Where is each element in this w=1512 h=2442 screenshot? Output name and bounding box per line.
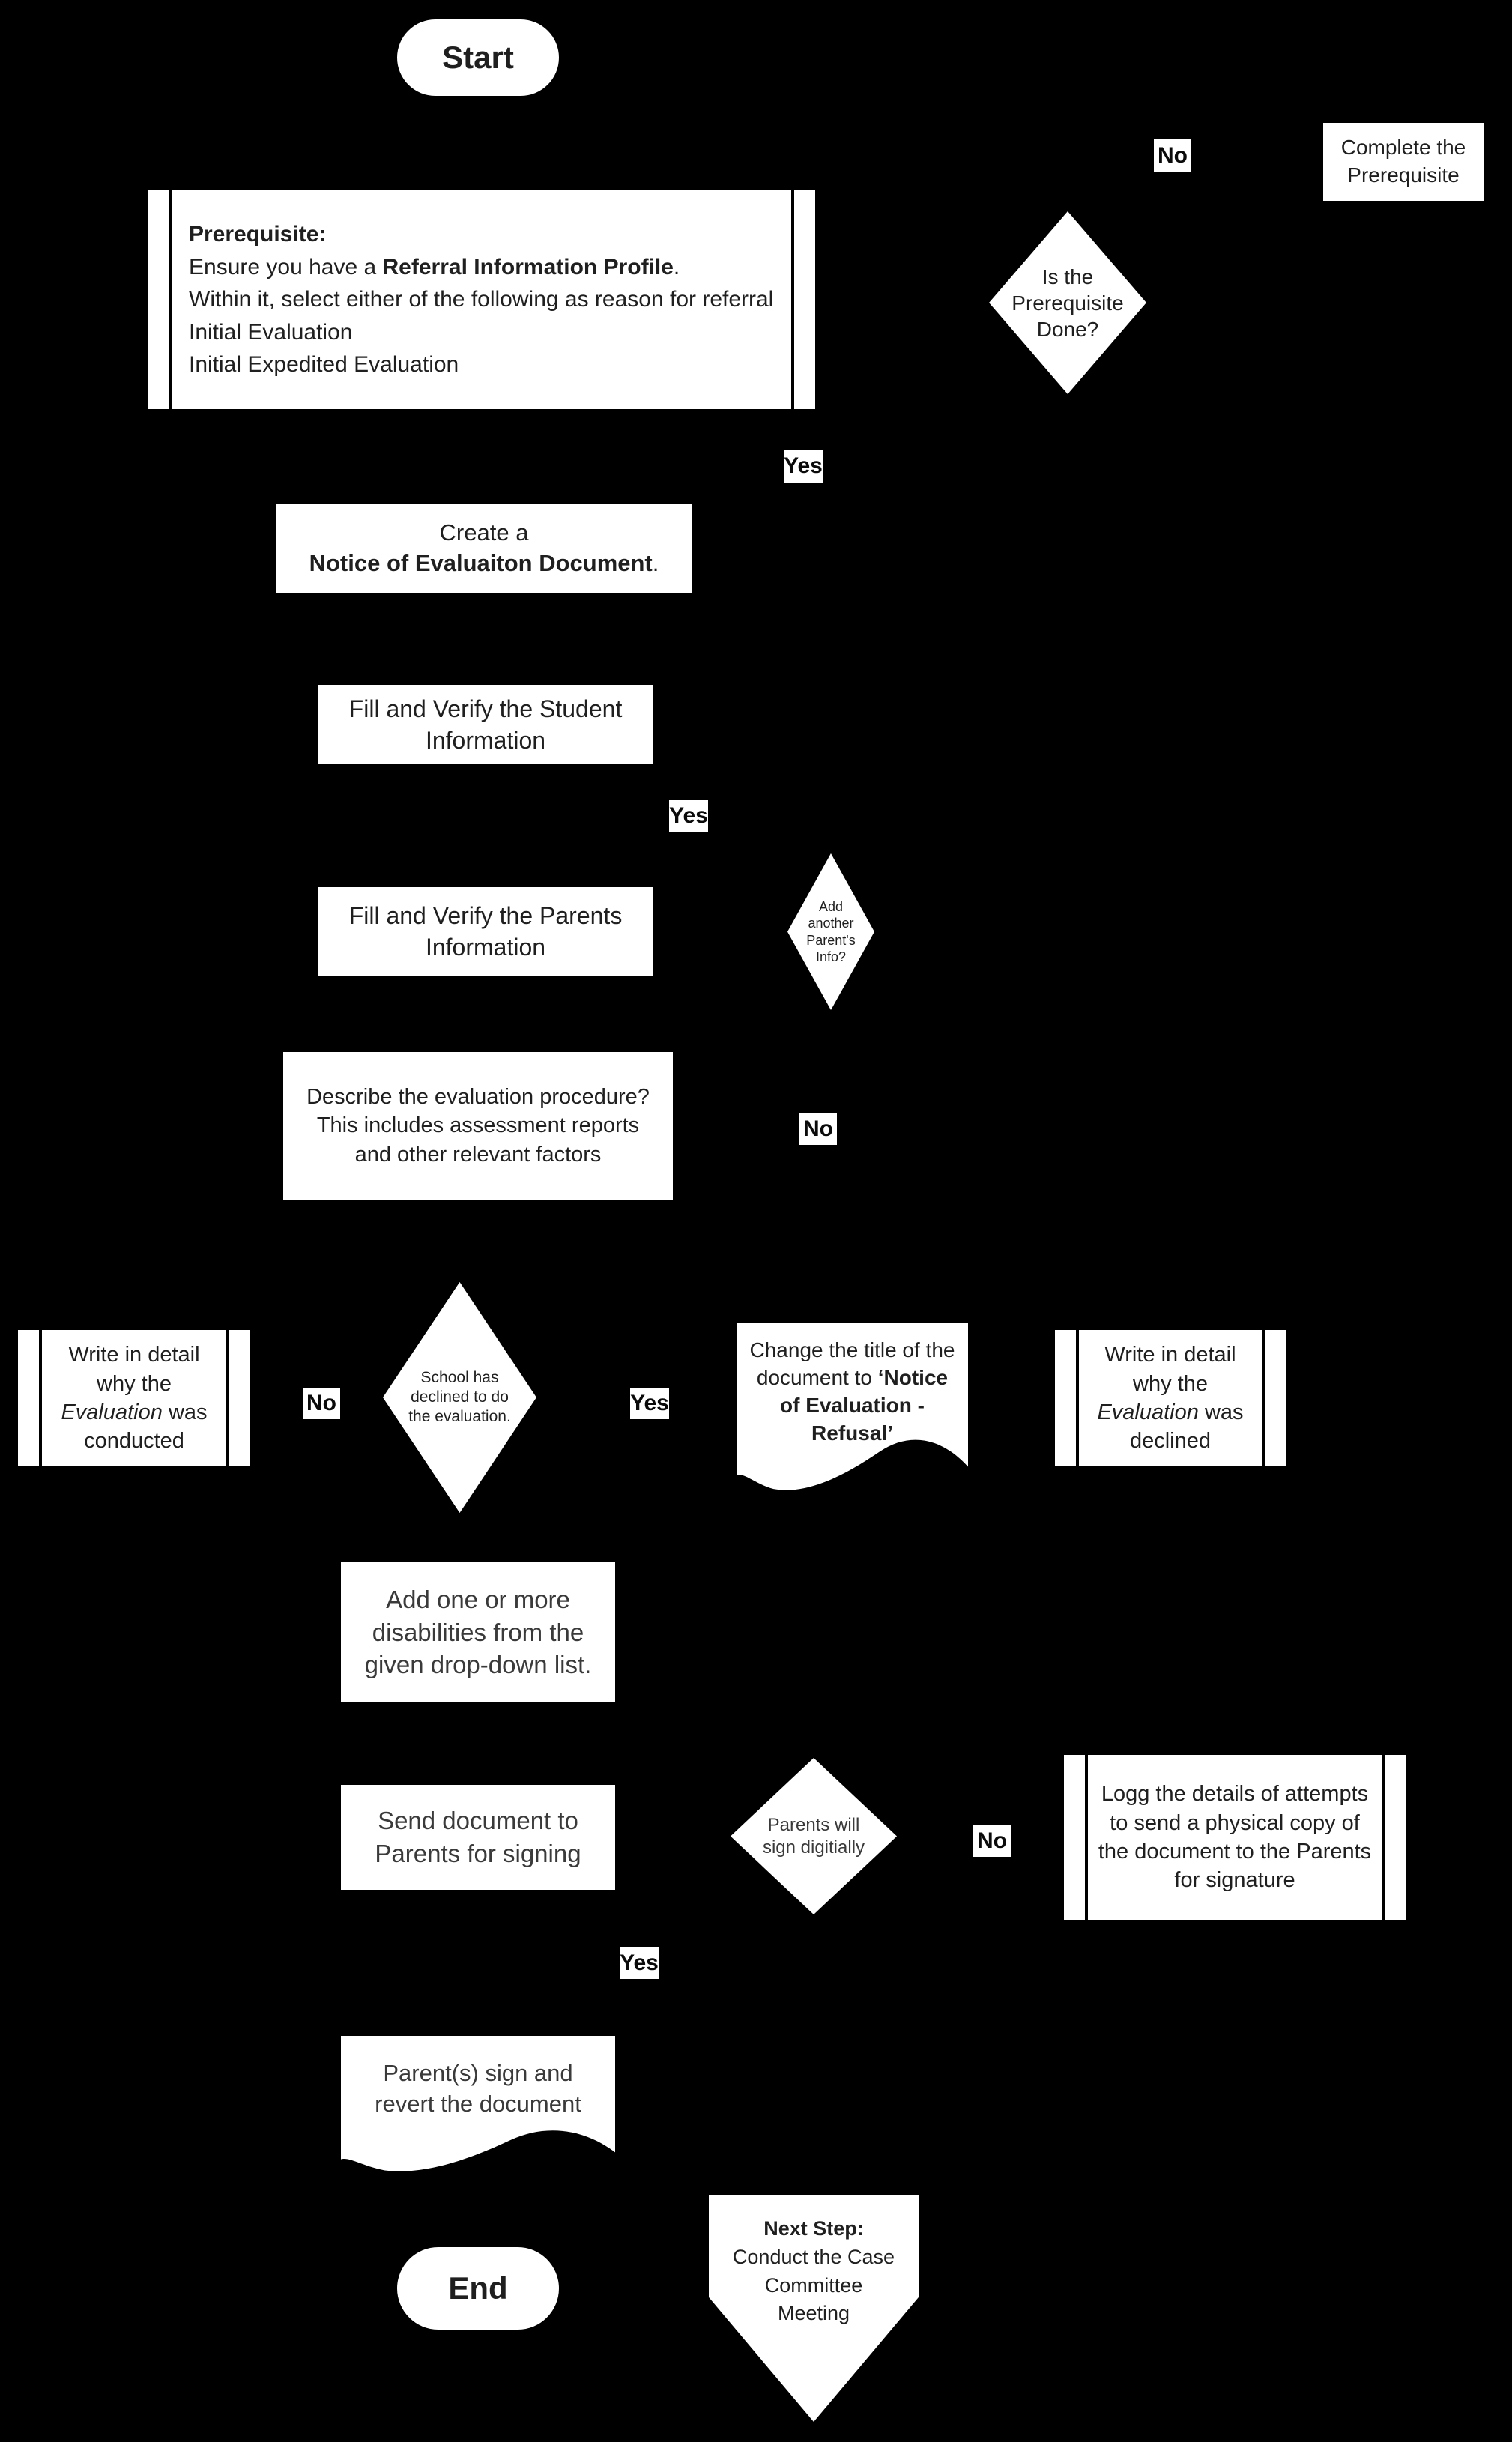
parents-sign-digitally-decision: Parents will sign digitially bbox=[731, 1758, 897, 1914]
add-disabilities-step: Add one or more disabilities from the gi… bbox=[341, 1562, 615, 1702]
edge-label-yes-sign-digitally: Yes bbox=[620, 1947, 659, 1979]
predefined-process-right-bar bbox=[226, 1330, 229, 1466]
fill-student-info-step: Fill and Verify the Student Information bbox=[318, 685, 653, 764]
edge-label-yes-add-parent: Yes bbox=[669, 800, 708, 832]
prerequisite-note: Prerequisite: Ensure you have a Referral… bbox=[148, 190, 815, 409]
why-evaluation-declined-step: Write in detail why the Evaluation was d… bbox=[1055, 1330, 1286, 1466]
predefined-process-left-bar bbox=[169, 190, 172, 409]
edge-label-yes-school-declined: Yes bbox=[630, 1388, 669, 1419]
predefined-process-right-bar bbox=[791, 190, 794, 409]
why-conducted-text: Write in detail why the Evaluation was c… bbox=[61, 1343, 208, 1454]
parents-sign-revert-document: Parent(s) sign and revert the document bbox=[341, 2036, 615, 2174]
prerequisite-done-decision: Is the Prerequisite Done? bbox=[989, 211, 1146, 394]
edge-label-no-school-declined: No bbox=[303, 1388, 340, 1419]
predefined-process-left-bar bbox=[39, 1330, 42, 1466]
next-step-text: Next Step: Conduct the Case Committee Me… bbox=[732, 2217, 895, 2325]
predefined-process-left-bar bbox=[1076, 1330, 1079, 1466]
create-notice-step: Create a Notice of Evaluaiton Document. bbox=[276, 504, 692, 593]
log-send-attempts-step: Logg the details of attempts to send a p… bbox=[1064, 1755, 1406, 1920]
describe-procedure-step: Describe the evaluation procedure? This … bbox=[283, 1052, 673, 1200]
add-another-parent-decision: Add another Parent's Info? bbox=[787, 853, 874, 1010]
complete-prerequisite-step: Complete the Prerequisite bbox=[1323, 123, 1484, 201]
document-shape bbox=[341, 2036, 615, 2171]
parents-sign-revert-text: Parent(s) sign and revert the document bbox=[375, 2060, 581, 2117]
start-label: Start bbox=[442, 40, 514, 75]
next-step-connector: Next Step: Conduct the Case Committee Me… bbox=[709, 2195, 919, 2422]
why-declined-text: Write in detail why the Evaluation was d… bbox=[1097, 1343, 1244, 1454]
edge-label-no-prerequisite: No bbox=[1154, 139, 1191, 172]
prerequisite-text: Prerequisite: Ensure you have a Referral… bbox=[189, 222, 774, 378]
predefined-process-right-bar bbox=[1382, 1755, 1385, 1920]
end-label: End bbox=[448, 2270, 508, 2306]
edge-label-yes-prerequisite: Yes bbox=[784, 450, 823, 483]
change-title-text: Change the title of the document to ‘Not… bbox=[749, 1338, 955, 1445]
why-evaluation-conducted-step: Write in detail why the Evaluation was c… bbox=[18, 1330, 250, 1466]
create-notice-text: Create a Notice of Evaluaiton Document. bbox=[309, 519, 659, 576]
fill-parents-info-step: Fill and Verify the Parents Information bbox=[318, 887, 653, 976]
predefined-process-right-bar bbox=[1262, 1330, 1265, 1466]
start-terminator: Start bbox=[397, 19, 559, 96]
end-terminator: End bbox=[397, 2247, 559, 2330]
edge-label-no-add-parent: No bbox=[799, 1113, 837, 1145]
change-title-document: Change the title of the document to ‘Not… bbox=[737, 1323, 968, 1494]
send-document-step: Send document to Parents for signing bbox=[341, 1785, 615, 1890]
edge-label-no-sign-digitally: No bbox=[973, 1825, 1011, 1857]
school-declined-decision: School has declined to do the evaluation… bbox=[383, 1282, 536, 1513]
document-shape bbox=[737, 1323, 968, 1490]
predefined-process-left-bar bbox=[1085, 1755, 1088, 1920]
